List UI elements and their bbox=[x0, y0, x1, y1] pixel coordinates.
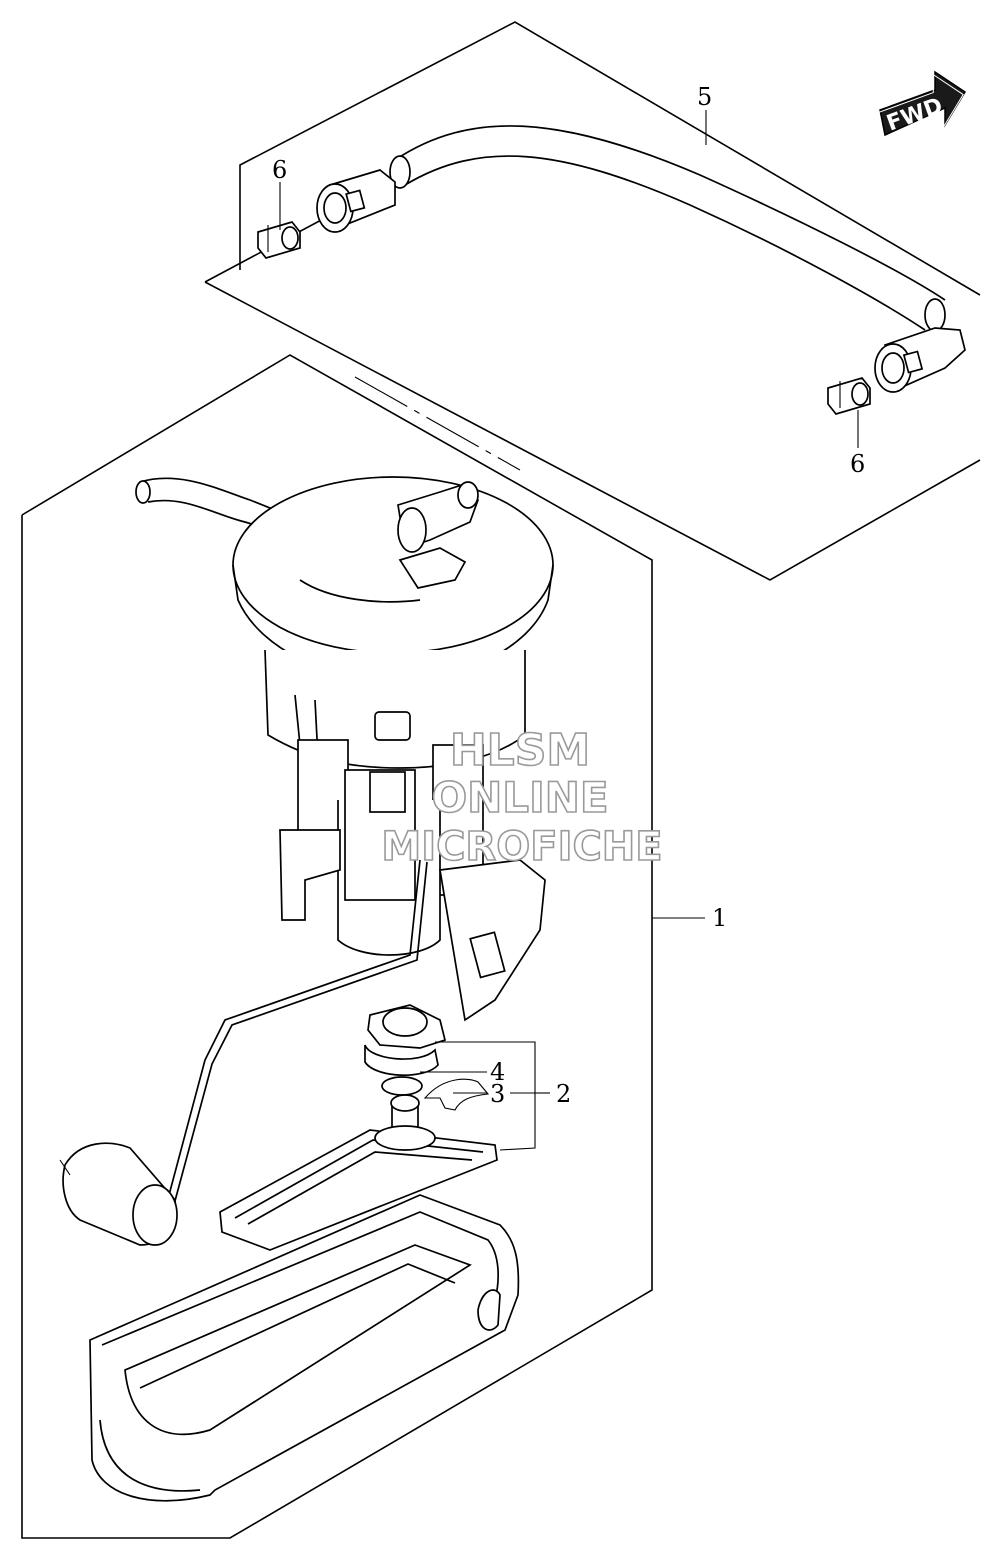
hose-connector-right bbox=[874, 327, 966, 393]
callout-6-top: 6 bbox=[272, 156, 287, 184]
callout-6-bottom: 6 bbox=[850, 450, 865, 478]
callout-1: 1 bbox=[712, 904, 727, 932]
watermark: HLSM ONLINE MICROFICHE bbox=[381, 724, 664, 871]
watermark-line-3: MICROFICHE bbox=[381, 824, 662, 870]
callout-2: 2 bbox=[556, 1080, 571, 1108]
fuel-pump-assembly bbox=[59, 476, 554, 1246]
hose-connector-left bbox=[316, 169, 396, 233]
fwd-direction-badge: FWD bbox=[878, 70, 967, 139]
leader-lines bbox=[279, 110, 859, 1151]
callout-3: 3 bbox=[490, 1080, 505, 1108]
hose-clip-bottom bbox=[827, 377, 871, 415]
fuel-filter-set bbox=[219, 1004, 498, 1251]
reservoir-tray bbox=[89, 1194, 520, 1502]
watermark-line-1: HLSM bbox=[450, 725, 590, 776]
pump-group-frame bbox=[21, 354, 653, 1539]
callout-4: 4 bbox=[490, 1058, 505, 1086]
callout-5: 5 bbox=[697, 83, 712, 111]
fuel-hose bbox=[389, 125, 946, 332]
hose-clip-top bbox=[257, 221, 301, 259]
watermark-line-2: ONLINE bbox=[431, 773, 608, 822]
